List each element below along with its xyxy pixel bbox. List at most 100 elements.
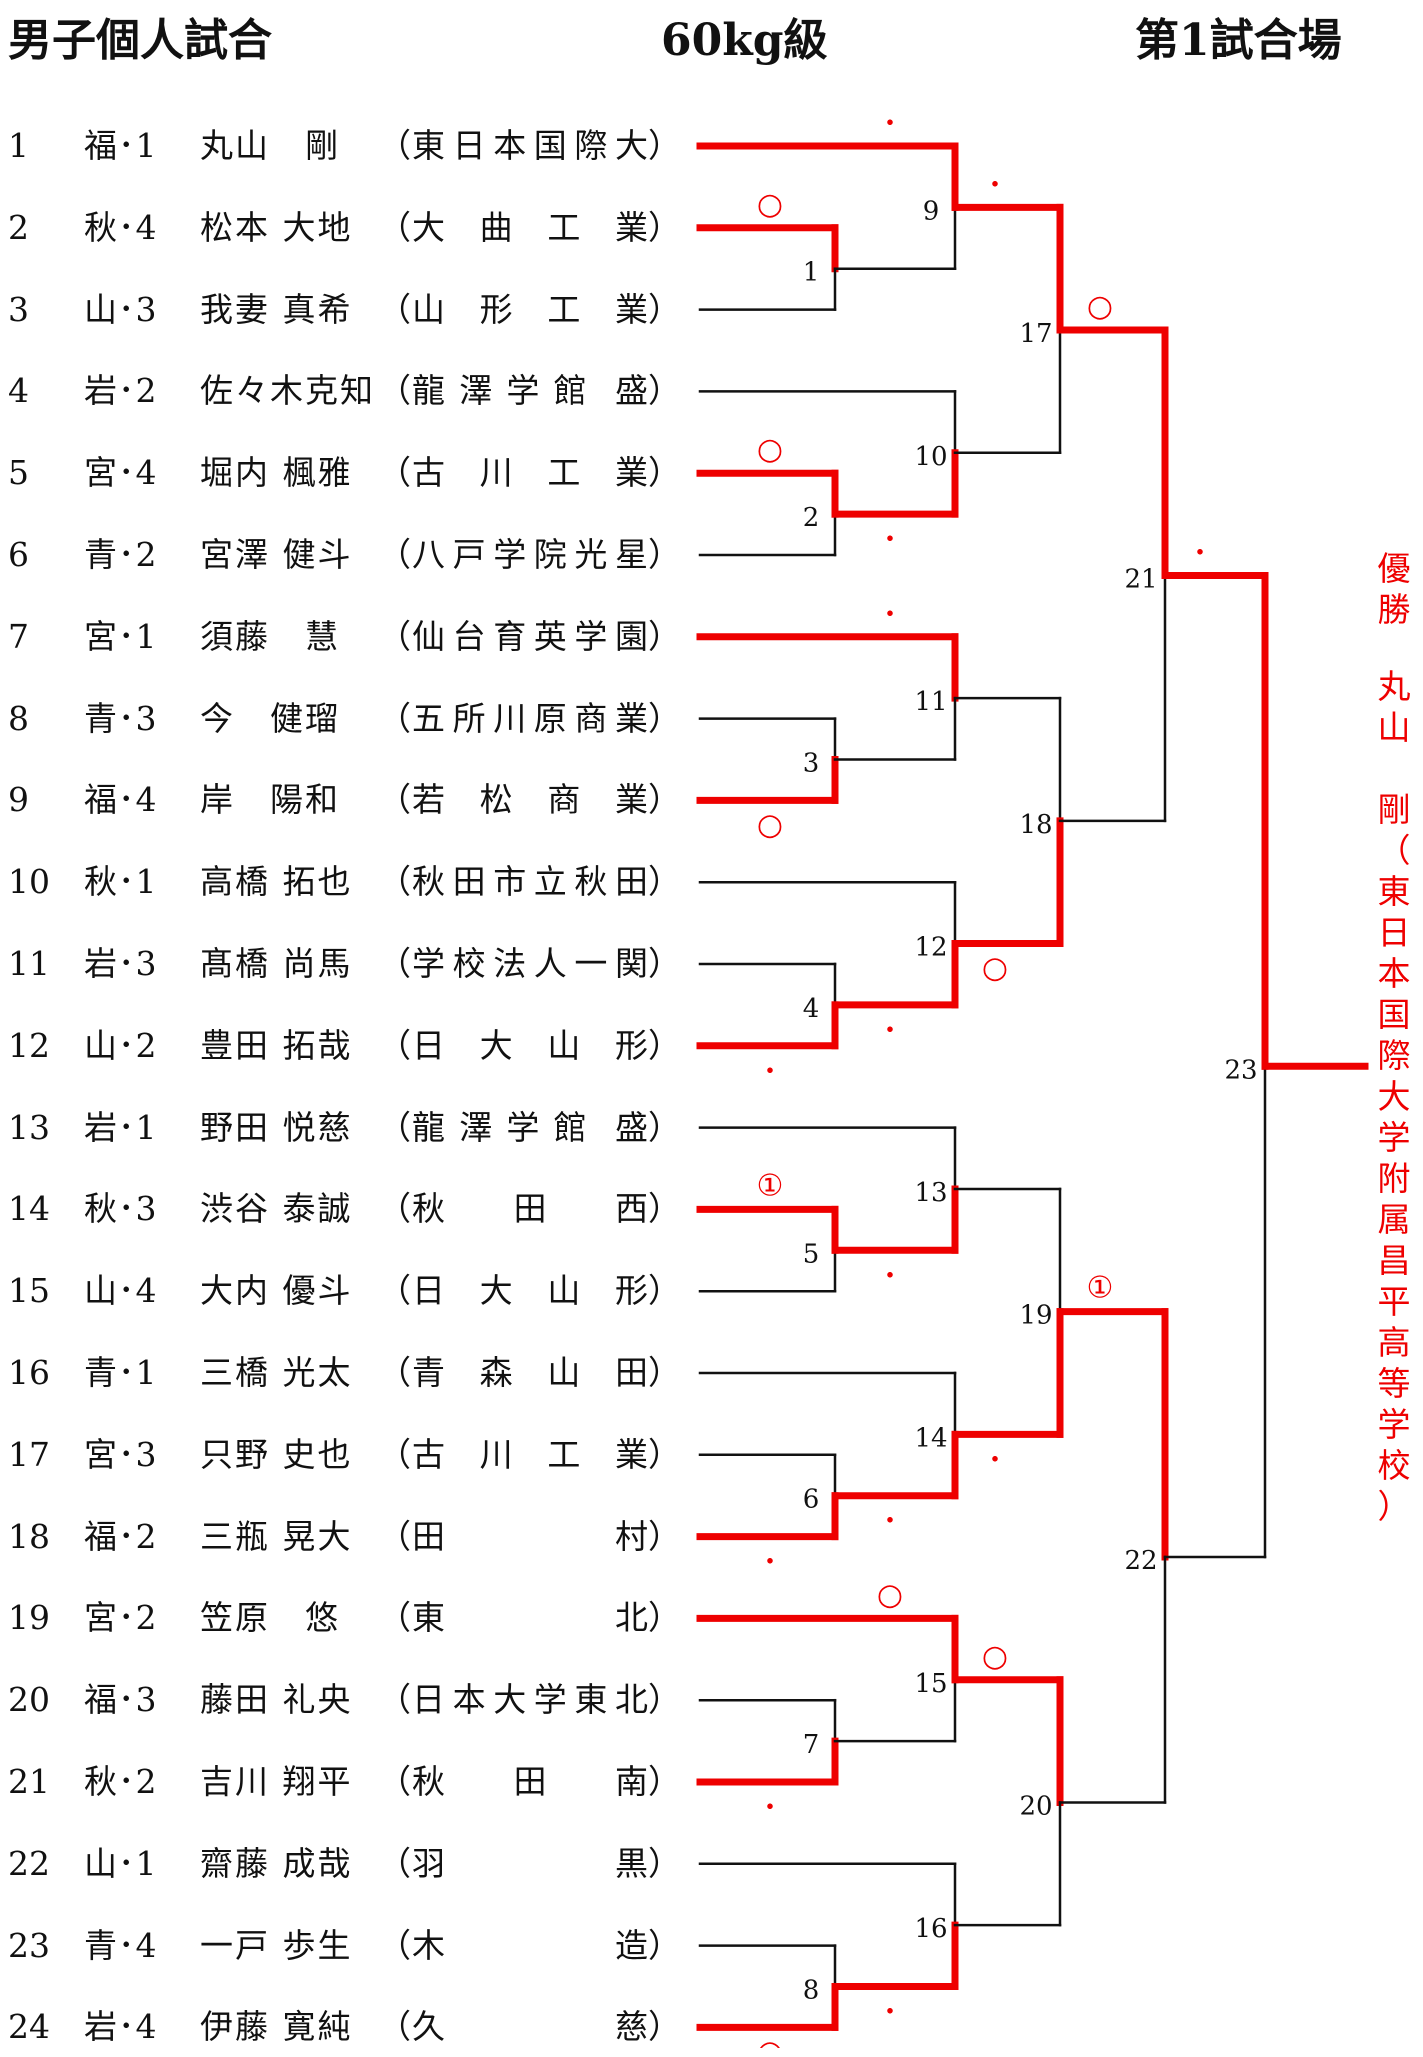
close-paren: ） xyxy=(648,1107,681,1147)
open-paren: （ xyxy=(378,1762,411,1801)
entry-name: 三橋 光太 xyxy=(200,1353,353,1392)
entry-number: 22 xyxy=(8,1843,50,1883)
entry-team: 古川工業 xyxy=(412,1434,648,1474)
match-number: 7 xyxy=(803,1730,820,1760)
match-number: 13 xyxy=(914,1178,947,1208)
entry-team: 東日本国際大 xyxy=(412,126,648,165)
match-number: 9 xyxy=(923,196,940,226)
entry-number: 13 xyxy=(8,1107,50,1147)
entry-prefecture: 福･1 xyxy=(84,126,158,165)
entry-name: 大内 優斗 xyxy=(200,1271,353,1311)
entry-number: 5 xyxy=(8,453,29,493)
entry-team: 若松商業 xyxy=(412,780,648,820)
entry-prefecture: 山･1 xyxy=(84,1843,158,1883)
entry-team: 仙台育英学園 xyxy=(412,616,648,656)
open-paren: （ xyxy=(378,371,411,411)
close-paren: ） xyxy=(648,126,681,165)
entry-prefecture: 秋･4 xyxy=(84,207,158,247)
result-mark: ・ xyxy=(757,1057,783,1087)
open-paren: （ xyxy=(378,1680,411,1720)
open-paren: （ xyxy=(378,207,411,247)
result-mark: ① xyxy=(1087,1271,1114,1306)
entry-prefecture: 宮･1 xyxy=(84,616,158,656)
entry-prefecture: 岩･2 xyxy=(84,371,158,411)
result-mark: ○ xyxy=(757,187,783,222)
entry-prefecture: 青･3 xyxy=(84,698,158,738)
open-paren: （ xyxy=(378,535,411,574)
entry-prefecture: 青･4 xyxy=(84,1925,158,1965)
close-paren: ） xyxy=(648,862,681,902)
entry-name: 松本 大地 xyxy=(200,207,353,247)
close-paren: ） xyxy=(648,2007,681,2047)
result-mark: ・ xyxy=(877,1016,903,1046)
match-number: 20 xyxy=(1019,1791,1052,1821)
entry-number: 18 xyxy=(8,1516,50,1556)
result-mark: ・ xyxy=(757,1793,783,1823)
entry-name: 渋谷 泰誠 xyxy=(200,1189,353,1229)
entry-team: 秋田市立秋田 xyxy=(412,862,648,902)
entry-prefecture: 宮･2 xyxy=(84,1598,158,1638)
entry-team: 古川工業 xyxy=(412,453,648,493)
result-mark: ① xyxy=(757,1168,784,1203)
champion-name: 丸山 剛 xyxy=(1377,667,1411,829)
result-mark: ○ xyxy=(982,951,1008,986)
open-paren: （ xyxy=(378,944,411,983)
match-number: 21 xyxy=(1124,564,1157,594)
close-paren: ） xyxy=(648,371,681,411)
close-paren: ） xyxy=(648,1925,681,1965)
close-paren: ） xyxy=(648,698,681,738)
open-paren: （ xyxy=(378,1189,411,1229)
entry-team: 久慈 xyxy=(412,2007,648,2047)
close-paren: ） xyxy=(648,1271,681,1311)
entry-team: 龍澤学館 盛 xyxy=(412,1107,648,1147)
result-mark: ・ xyxy=(982,1445,1008,1475)
match-number: 19 xyxy=(1019,1301,1052,1331)
entry-prefecture: 岩･1 xyxy=(84,1107,158,1147)
match-number: 12 xyxy=(914,933,947,963)
open-paren: （ xyxy=(378,2007,411,2047)
entry-name: 齋藤 成哉 xyxy=(200,1843,353,1883)
result-mark: ○ xyxy=(982,1639,1008,1674)
entry-prefecture: 青･1 xyxy=(84,1353,158,1392)
open-paren: （ xyxy=(378,1598,411,1638)
entry-prefecture: 福･3 xyxy=(84,1680,158,1720)
entry-number: 3 xyxy=(8,289,29,329)
entry-number: 12 xyxy=(8,1025,50,1065)
entry-name: 堀内 楓雅 xyxy=(200,453,353,493)
result-mark: ○ xyxy=(877,1577,903,1612)
match-number: 1 xyxy=(803,258,820,288)
entry-name: 笠原 悠 xyxy=(200,1598,340,1638)
result-mark: ○ xyxy=(757,432,783,467)
close-paren: ） xyxy=(648,1516,681,1556)
entry-name: 今 健瑠 xyxy=(200,698,340,738)
champion-school: （東日本国際大学附属昌平高等学校） xyxy=(1377,831,1411,1526)
open-paren: （ xyxy=(378,1843,411,1883)
weight-class: 60kg級 xyxy=(661,15,828,66)
entry-prefecture: 山･3 xyxy=(84,289,158,329)
close-paren: ） xyxy=(648,1353,681,1392)
open-paren: （ xyxy=(378,698,411,738)
result-mark: ・ xyxy=(757,1548,783,1578)
open-paren: （ xyxy=(378,289,411,329)
mat-label: 第1試合場 xyxy=(1135,15,1342,66)
entry-name: 岸 陽和 xyxy=(200,780,340,820)
entry-team: 東北 xyxy=(412,1598,648,1638)
match-number: 18 xyxy=(1019,810,1052,840)
entry-number: 1 xyxy=(8,126,29,165)
entry-team: 山形工業 xyxy=(412,289,648,329)
match-number: 5 xyxy=(803,1239,820,1269)
match-number: 4 xyxy=(803,994,820,1024)
open-paren: （ xyxy=(378,1925,411,1965)
open-paren: （ xyxy=(378,1025,411,1065)
entry-team: 田村 xyxy=(412,1516,648,1556)
close-paren: ） xyxy=(648,1025,681,1065)
match-number: 3 xyxy=(803,749,820,779)
entry-name: 宮澤 健斗 xyxy=(200,535,353,574)
match-number: 2 xyxy=(803,503,820,533)
entry-prefecture: 岩･3 xyxy=(84,944,158,983)
result-mark: ○ xyxy=(757,2034,783,2048)
entry-prefecture: 秋･2 xyxy=(84,1762,158,1801)
event-title: 男子個人試合 xyxy=(8,15,272,66)
open-paren: （ xyxy=(378,1271,411,1311)
entry-name: 須藤 慧 xyxy=(200,616,340,656)
